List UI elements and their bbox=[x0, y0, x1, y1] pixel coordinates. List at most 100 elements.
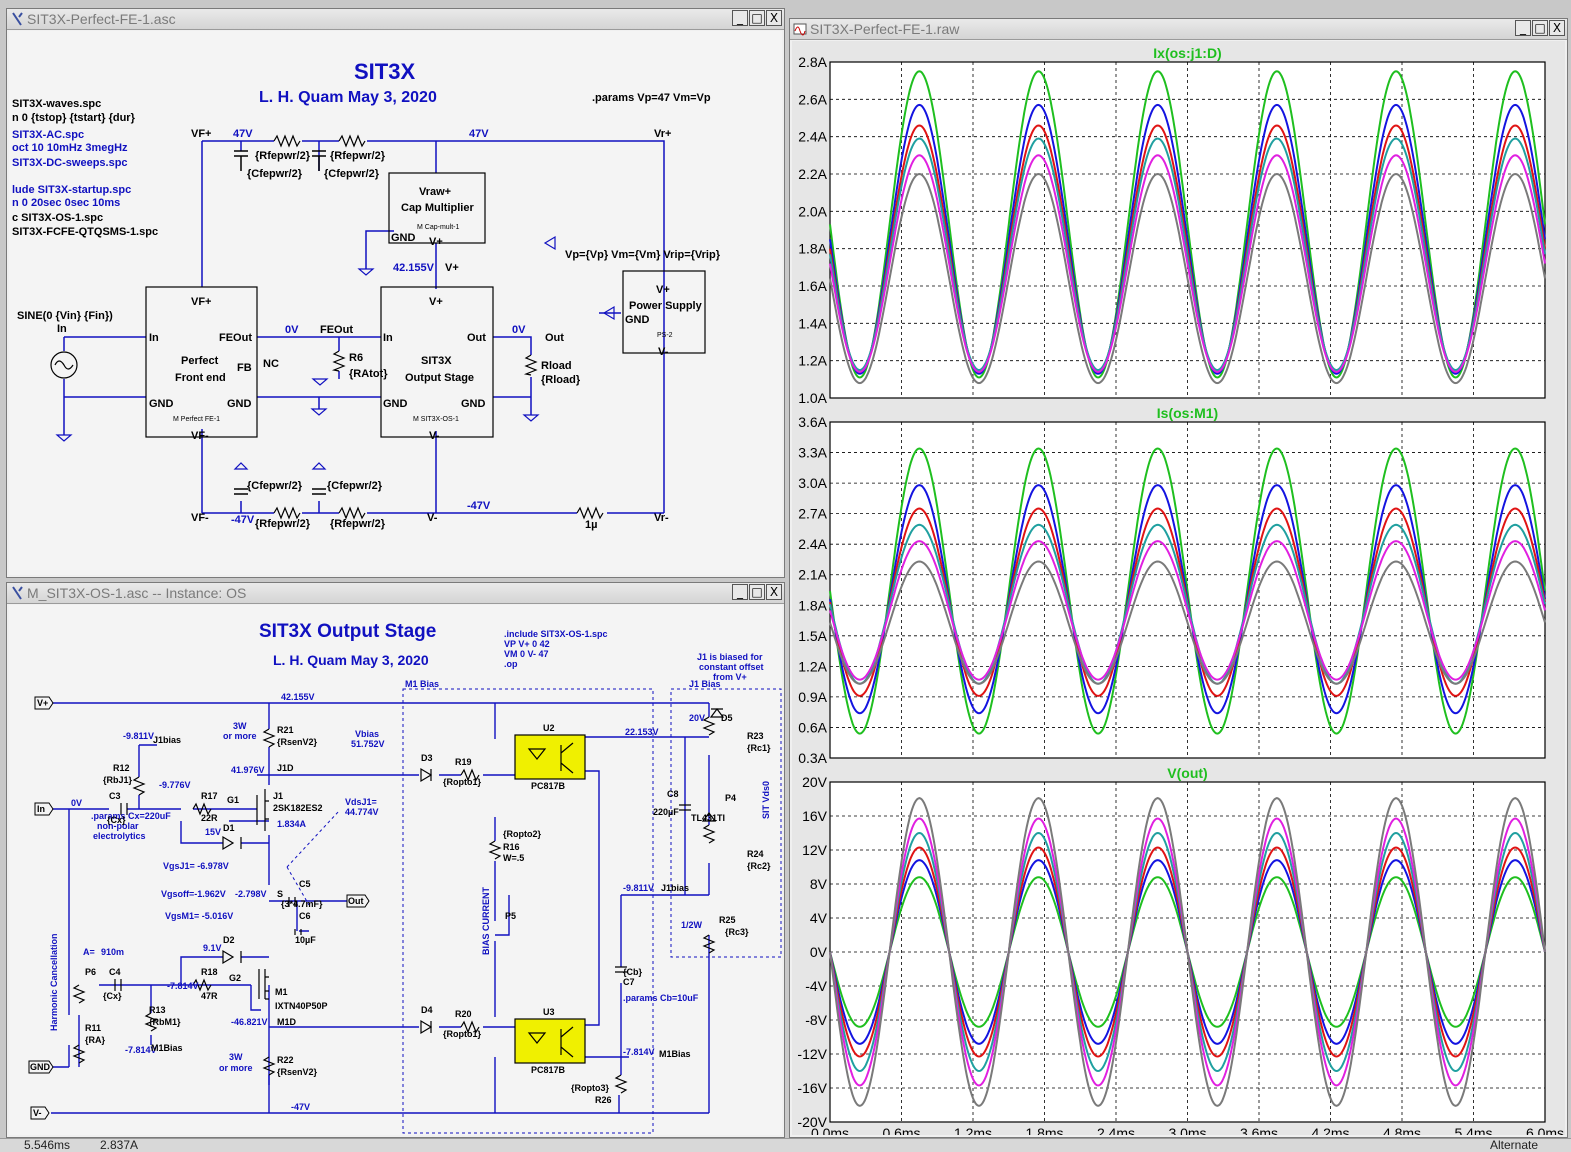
subcircuit-canvas[interactable]: SIT3X Output Stage L. H. Quam May 3, 202… bbox=[9, 605, 782, 1135]
schematic-canvas[interactable]: SIT3X L. H. Quam May 3, 2020 .params Vp=… bbox=[9, 31, 782, 575]
series-line-5 bbox=[829, 797, 1546, 1107]
psu-gnd: GND bbox=[625, 314, 650, 326]
r18-value: 47R bbox=[201, 991, 218, 1001]
maximize-button[interactable]: □ bbox=[1532, 20, 1548, 36]
g2-label: G2 bbox=[229, 973, 241, 983]
c4-label: C4 bbox=[109, 967, 121, 977]
c3-label: C3 bbox=[109, 791, 121, 801]
g1-label: G1 bbox=[227, 795, 239, 805]
directive-4: SIT3X-DC-sweeps.spc bbox=[12, 157, 128, 169]
y-tick-label: 2.2A bbox=[798, 166, 827, 182]
r21-value: {RsenV2} bbox=[277, 737, 318, 747]
a-label: A= bbox=[83, 947, 95, 957]
series-line-0 bbox=[829, 447, 1546, 735]
j1d-label: J1D bbox=[277, 763, 294, 773]
vgsm1: VgsM1= -5.016V bbox=[165, 911, 233, 921]
port-in: In bbox=[37, 804, 45, 814]
waveform-window[interactable]: SIT3X-Perfect-FE-1.raw _ □ X Ix(os:j1:D)… bbox=[789, 18, 1568, 1138]
y-tick-label: 0.9A bbox=[798, 689, 827, 705]
r11-label: R11 bbox=[85, 1023, 101, 1033]
os-l1: SIT3X bbox=[421, 355, 452, 367]
schematic-title-text: SIT3X bbox=[354, 59, 415, 84]
r6-label: R6 bbox=[349, 352, 363, 364]
y-tick-label: 20V bbox=[802, 774, 828, 790]
r20-label: R20 bbox=[455, 1009, 472, 1019]
cfep-2: {Cfepwr/2} bbox=[324, 168, 380, 180]
r25-label: R25 bbox=[719, 915, 736, 925]
c5-label: C5 bbox=[299, 879, 311, 889]
y-tick-label: 3.0A bbox=[798, 475, 827, 491]
y-tick-label: 8V bbox=[810, 876, 828, 892]
r12-value: {RbJ1} bbox=[103, 775, 133, 785]
capmult-l1: Vraw+ bbox=[419, 186, 451, 198]
y-tick-label: 1.8A bbox=[798, 597, 827, 613]
p5-label: P5 bbox=[505, 911, 516, 921]
p6-label: P6 bbox=[85, 967, 96, 977]
net-vfm: VF- bbox=[191, 512, 209, 524]
os-gnd2: GND bbox=[461, 398, 486, 410]
os-ormore-a: or more bbox=[223, 731, 257, 741]
y-tick-label: -20V bbox=[797, 1114, 827, 1130]
status-bar: 5.546ms 2.837A Alternate bbox=[0, 1138, 1571, 1152]
maximize-button[interactable]: □ bbox=[749, 10, 765, 26]
ratot-label: {RAtot} bbox=[349, 368, 388, 380]
params-text: .params Vp=47 Vm=Vp bbox=[592, 92, 711, 104]
s-label: S bbox=[277, 889, 283, 899]
waveform-plots[interactable]: Ix(os:j1:D)2.8A2.6A2.4A2.2A2.0A1.8A1.6A1… bbox=[792, 41, 1565, 1135]
maximize-button[interactable]: □ bbox=[749, 584, 765, 600]
pfe-gnd1: GND bbox=[149, 398, 174, 410]
r17-value: 22R bbox=[201, 813, 218, 823]
minimize-button[interactable]: _ bbox=[1515, 20, 1531, 36]
os-directive-3: .op bbox=[504, 659, 518, 669]
ltspice-icon bbox=[12, 12, 23, 26]
subcircuit-titlebar[interactable]: M_SIT3X-OS-1.asc -- Instance: OS _ □ X bbox=[7, 583, 784, 604]
close-button[interactable]: X bbox=[766, 10, 782, 26]
pfe-fb: FB bbox=[237, 362, 252, 374]
capmult-vp: V+ bbox=[429, 236, 443, 248]
psu-vm: V- bbox=[658, 346, 669, 358]
y-tick-label: 3.3A bbox=[798, 445, 827, 461]
harmonic-label: Harmonic Cancellation bbox=[49, 933, 59, 1031]
net-vrp: Vr+ bbox=[654, 128, 671, 140]
series-line-0 bbox=[829, 70, 1546, 379]
vbias-label: Vbias bbox=[355, 729, 379, 739]
psu-l1: Power Supply bbox=[629, 300, 703, 312]
os-directive-0: .include SIT3X-OS-1.spc bbox=[504, 629, 608, 639]
c8-value: 220µF bbox=[653, 807, 679, 817]
c5-value: {3*4.7mF} bbox=[281, 899, 323, 909]
j1-note-1: constant offset bbox=[699, 662, 764, 672]
close-button[interactable]: X bbox=[1549, 20, 1565, 36]
x-tick-label: 5.4ms bbox=[1454, 1125, 1492, 1135]
d3-label: D3 bbox=[421, 753, 433, 763]
pfe-in: In bbox=[149, 332, 159, 344]
subcircuit-window[interactable]: M_SIT3X-OS-1.asc -- Instance: OS _ □ X S… bbox=[6, 582, 785, 1138]
y-tick-label: 1.0A bbox=[798, 390, 827, 406]
schematic-author: L. H. Quam May 3, 2020 bbox=[259, 89, 437, 106]
x-tick-label: 4.2ms bbox=[1311, 1125, 1349, 1135]
sine-source: SINE(0 {Vin} {Fin}) bbox=[17, 310, 113, 322]
cfep-3: {Cfepwr/2} bbox=[247, 480, 303, 492]
x-tick-label: 1.8ms bbox=[1025, 1125, 1063, 1135]
psu-vp: V+ bbox=[656, 284, 670, 296]
os-in: In bbox=[383, 332, 393, 344]
electrolytics: electrolytics bbox=[93, 831, 146, 841]
half-watt: 1/2W bbox=[681, 920, 703, 930]
waveform-titlebar[interactable]: SIT3X-Perfect-FE-1.raw _ □ X bbox=[790, 19, 1567, 40]
cursor-x-readout: 5.546ms bbox=[24, 1138, 71, 1152]
y-tick-label: 16V bbox=[802, 808, 828, 824]
schematic-titlebar[interactable]: SIT3X-Perfect-FE-1.asc _ □ X bbox=[7, 9, 784, 30]
minimize-button[interactable]: _ bbox=[732, 584, 748, 600]
r16-label: R16 bbox=[503, 842, 520, 852]
vgsoff: Vgsoff=-1.962V bbox=[161, 889, 226, 899]
net-feout: FEOut bbox=[320, 324, 353, 336]
net-m47v-b: -47V bbox=[467, 500, 491, 512]
os-m7814v-a: -7.814V bbox=[167, 981, 199, 991]
os-directive-2: VM 0 V- 47 bbox=[504, 649, 549, 659]
minimize-button[interactable]: _ bbox=[732, 10, 748, 26]
schematic-window[interactable]: SIT3X-Perfect-FE-1.asc _ □ X SIT3X L. H.… bbox=[6, 8, 785, 578]
os-author: L. H. Quam May 3, 2020 bbox=[273, 652, 429, 668]
r26-value: {Ropto3} bbox=[571, 1083, 609, 1093]
close-button[interactable]: X bbox=[766, 584, 782, 600]
vgsj1: VgsJ1= -6.978V bbox=[163, 861, 229, 871]
